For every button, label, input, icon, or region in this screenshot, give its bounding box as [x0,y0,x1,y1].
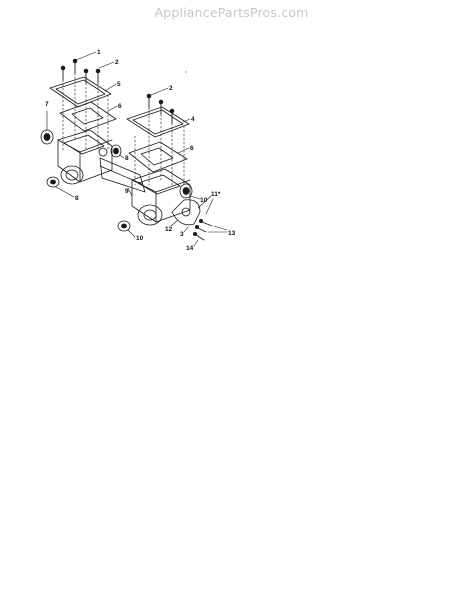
alignment-lines [62,72,185,186]
side-cover [171,199,201,226]
callout-2-top: 2 [115,59,119,66]
callout-10-right: 10 [200,197,208,204]
callout-11: 11* [211,191,221,198]
seal-8-left [46,176,60,188]
callout-7: 7 [45,101,49,108]
seal-10-right [179,183,193,199]
cover-plate-left [49,76,112,108]
callout-6-right: 6 [190,145,194,152]
callout-labels: 1 2 5 6 7 2 4 6 8 8 9 11* 10 10 12 3 13 … [45,49,236,252]
watermark: AppliancePartsPros.com [154,5,309,20]
callout-10-bottom: 10 [136,235,144,242]
gasket-left [59,101,117,132]
callout-12: 12 [165,226,173,233]
gasket-right [128,141,188,173]
cover-plate-right [126,106,190,138]
callout-14: 14 [186,245,194,252]
seal-10-bottom [117,220,131,232]
callout-9: 9 [125,188,129,195]
callout-3: 3 [180,231,184,238]
callout-8-left: 8 [75,195,79,202]
gear-housing [57,129,191,226]
seal-8-right [110,144,122,158]
bolt-group [192,218,213,241]
callout-8-center: 8 [125,155,129,162]
screw-group [60,58,175,124]
seal-7 [40,129,54,145]
callout-13: 13 [228,230,236,237]
callout-4: 4 [191,116,195,123]
callout-1: 1 [97,49,101,56]
callout-5: 5 [117,81,121,88]
callout-6-left: 6 [118,103,122,110]
leader-lines [46,51,228,247]
callout-2-right: 2 [169,85,173,92]
